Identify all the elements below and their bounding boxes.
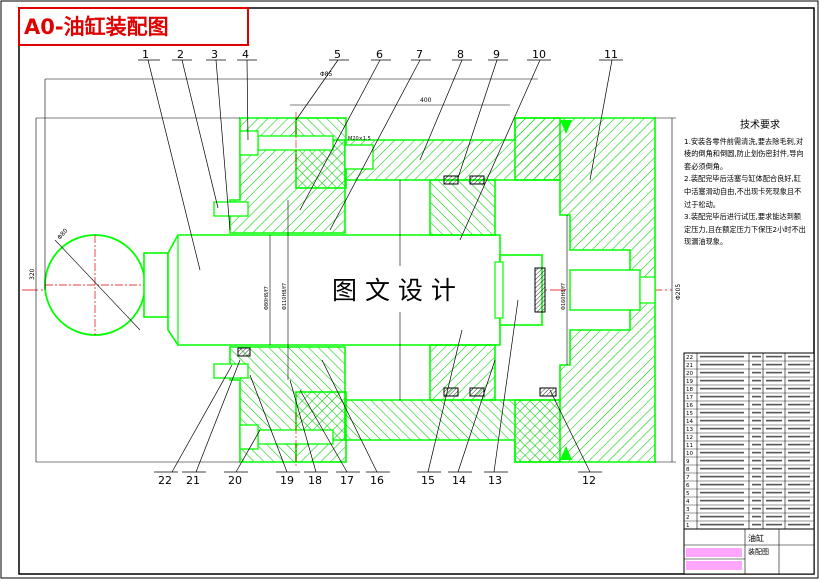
parts-list-number: 9	[686, 459, 690, 465]
dim-d9: M20×1.5	[348, 136, 371, 142]
parts-list-number: 15	[686, 411, 693, 417]
part-no-9: 9	[493, 48, 500, 61]
part-no-21: 21	[186, 474, 200, 487]
rear-port	[569, 269, 641, 311]
rear-cap	[514, 117, 656, 463]
part-no-22: 22	[158, 474, 172, 487]
tech-item-3: 3.装配完毕后进行试压,要求能达到额定压力,且在额定压力下保压2小时不出现漏油现…	[684, 212, 806, 247]
flange-top	[295, 117, 347, 189]
rod-neck	[143, 252, 169, 318]
seal-1	[443, 175, 459, 185]
part-no-2: 2	[177, 48, 184, 61]
parts-list-number: 14	[686, 419, 693, 425]
parts-list-number: 19	[686, 379, 693, 385]
part-no-15: 15	[421, 474, 435, 487]
part-no-14: 14	[452, 474, 466, 487]
part-no-17: 17	[340, 474, 354, 487]
parts-list-number: 16	[686, 403, 693, 409]
parts-list-number: 3	[686, 507, 690, 513]
part-no-7: 7	[416, 48, 423, 61]
weld-mark-top	[560, 120, 572, 134]
parts-list-number: 5	[686, 491, 690, 497]
seal-4	[469, 387, 485, 397]
part-no-18: 18	[308, 474, 322, 487]
dim-d2: 400	[420, 97, 432, 104]
part-no-6: 6	[376, 48, 383, 61]
parts-list-number: 4	[686, 499, 690, 505]
tech-requirements: 技术要求 1.安装各零件前需清洗,要去除毛刺,对棱的倒角和倒圆,防止划伤密封件,…	[684, 120, 806, 249]
parts-list-number: 8	[686, 467, 690, 473]
tech-requirements-heading: 技术要求	[740, 120, 780, 131]
tech-item-1: 1.安装各零件前需清洗,要去除毛刺,对棱的倒角和倒圆,防止划伤密封件,导向套必须…	[684, 136, 804, 171]
part-no-3: 3	[211, 48, 218, 61]
part-no-5: 5	[334, 48, 341, 61]
part-no-13: 13	[488, 474, 502, 487]
small-screw-bottom	[213, 363, 249, 379]
dim-d6: Φ160H8/f7	[561, 283, 567, 310]
piston-bottom	[429, 344, 496, 401]
part-no-20: 20	[228, 474, 242, 487]
inner-frame	[18, 7, 815, 575]
seal-6	[539, 387, 557, 397]
small-screw-top	[213, 201, 249, 217]
parts-list-number: 21	[686, 363, 693, 369]
watermark-box	[322, 266, 492, 312]
parts-list-number: 18	[686, 387, 693, 393]
part-no-1: 1	[142, 48, 149, 61]
dim-d8: 320	[29, 268, 36, 280]
piston-top	[429, 179, 496, 236]
title-block-subtitle: 装配图	[748, 547, 769, 556]
dim-d1: Φ85	[320, 71, 333, 78]
parts-list-number: 7	[686, 475, 690, 481]
part-no-12: 12	[582, 474, 596, 487]
title-block: 油缸 装配图	[683, 528, 815, 575]
seal-3	[443, 387, 459, 397]
title-block-name: 油缸	[748, 533, 764, 543]
part-no-10: 10	[532, 48, 546, 61]
parts-list-number: 11	[686, 443, 693, 449]
dim-d5: Φ110H8/f7	[282, 283, 288, 310]
weld-mark-bottom	[560, 446, 572, 460]
tech-item-2: 2.装配完毕后活塞与缸体配合良好,缸中活塞滑动自由,不出现卡死现象且不过于松动。	[684, 174, 802, 209]
parts-list-number: 13	[686, 427, 693, 433]
part-no-11: 11	[604, 48, 618, 61]
bolt-bottom	[257, 429, 334, 445]
bolt-top	[257, 135, 334, 151]
parts-list-number: 6	[686, 483, 690, 489]
parts-list-number: 2	[686, 515, 690, 521]
parts-list-number: 10	[686, 451, 693, 457]
part-no-8: 8	[457, 48, 464, 61]
part-no-19: 19	[280, 474, 294, 487]
parts-list-number: 22	[686, 355, 693, 361]
drawing-title: A0-油缸装配图	[24, 15, 169, 39]
dim-d4: Φ80H8/f7	[264, 286, 270, 310]
parts-list-number: 17	[686, 395, 693, 401]
parts-list-number: 1	[686, 523, 690, 529]
watermark: 图 文 设 计	[332, 276, 456, 305]
parts-list-number: 20	[686, 371, 693, 377]
title-box	[18, 7, 249, 46]
seal-5	[237, 347, 251, 357]
part-no-16: 16	[370, 474, 384, 487]
dim-d3: Φ80	[56, 227, 69, 241]
parts-list-number: 12	[686, 435, 693, 441]
part-no-4: 4	[242, 48, 249, 61]
dim-d7: Φ205	[675, 284, 682, 300]
seal-2	[469, 175, 485, 185]
